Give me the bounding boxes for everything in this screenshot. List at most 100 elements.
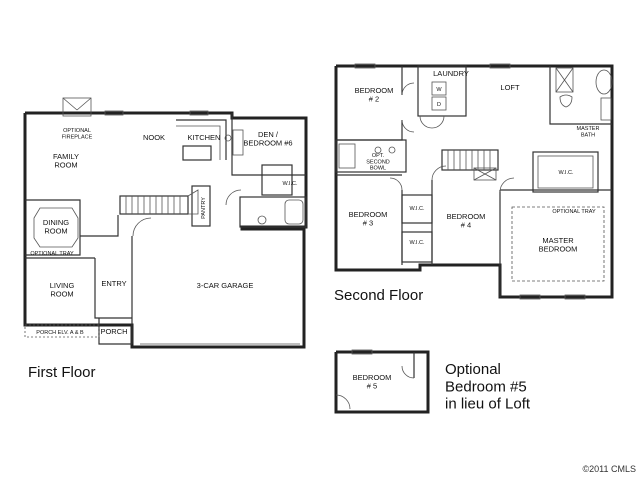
den-wic-closet — [261, 164, 293, 196]
master-wic-label: W.I.C. — [559, 170, 574, 176]
label-line: BEDROOM — [349, 210, 388, 219]
label-line: OPTIONAL TRAY — [30, 251, 74, 257]
label-line: W — [436, 87, 442, 93]
bedroom3-label: BEDROOM# 3 — [349, 210, 388, 228]
label-line: NOOK — [143, 133, 165, 142]
bedroom4-wic — [401, 231, 433, 263]
entry-label: ENTRY — [101, 279, 126, 288]
label-line: SECOND — [366, 159, 390, 165]
label-line: LOFT — [500, 83, 520, 92]
master-optional-tray-label: OPTIONAL TRAY — [552, 209, 596, 215]
dining-optional-tray-label: OPTIONAL TRAY — [30, 251, 74, 257]
label-line: ROOM — [50, 290, 73, 299]
label-line: FIREPLACE — [62, 134, 93, 140]
loft-label: LOFT — [500, 83, 520, 92]
bedroom3-wic-label: W.I.C. — [410, 206, 425, 212]
label-line: BEDROOM — [353, 373, 392, 382]
optional-bedroom5-plan — [334, 349, 430, 414]
pantry-closet — [191, 185, 211, 227]
nook-label: NOOK — [143, 133, 165, 142]
label-line: PANTRY — [201, 197, 207, 219]
porch-elevation-outline — [24, 324, 100, 338]
label-line: # 3 — [363, 219, 373, 228]
label-line: ©2011 CMLS — [583, 464, 637, 474]
dining-tray-ceiling — [33, 207, 79, 248]
label-line: MASTER — [542, 236, 574, 245]
first-floor-plan — [23, 97, 308, 349]
label-line: W.I.C. — [410, 240, 425, 246]
bedroom4-label: BEDROOM# 4 — [447, 212, 486, 230]
second-floor-plan — [334, 63, 614, 300]
pantry-label: PANTRY — [201, 197, 207, 219]
den-wic-label: W.I.C. — [283, 181, 298, 187]
laundry-room — [417, 65, 467, 117]
label-line: OPT. — [372, 153, 385, 159]
second-floor-caption: Second Floor — [334, 287, 423, 304]
garage-label: 3-CAR GARAGE — [197, 281, 254, 290]
label-line: 3-CAR GARAGE — [197, 281, 254, 290]
first-floor-caption: First Floor — [28, 364, 96, 381]
label-line: # 5 — [367, 382, 377, 391]
label-line: DEN / — [258, 130, 279, 139]
label-line: in lieu of Loft — [445, 396, 531, 413]
label-line: First Floor — [28, 364, 96, 381]
porch-elevation-label: PORCH ELV. A & B — [36, 330, 84, 336]
label-line: D — [437, 102, 441, 108]
label-line: BEDROOM — [447, 212, 486, 221]
bedroom3-wic — [401, 194, 433, 224]
master-tray-ceiling — [511, 206, 605, 282]
kitchen-island — [182, 145, 212, 161]
label-line: LAUNDRY — [433, 69, 469, 78]
second-floor-stairs — [441, 149, 499, 181]
label-line: OPTIONAL TRAY — [552, 209, 596, 215]
label-line: BEDROOM #6 — [243, 139, 292, 148]
fireplace-outline — [62, 97, 92, 117]
label-line: BEDROOM — [539, 245, 578, 254]
label-line: W.I.C. — [559, 170, 574, 176]
label-line: PORCH ELV. A & B — [36, 330, 84, 336]
kitchen-label: KITCHEN — [188, 133, 221, 142]
label-line: ROOM — [54, 161, 77, 170]
label-line: ROOM — [44, 227, 67, 236]
dryer-label: D — [437, 102, 441, 108]
label-line: BATH — [581, 132, 595, 138]
master-wic-closet — [532, 151, 599, 193]
bedroom2-label: BEDROOM# 2 — [355, 86, 394, 104]
label-line: FAMILY — [53, 152, 79, 161]
bedroom5-label: BEDROOM# 5 — [353, 373, 392, 391]
label-line: W.I.C. — [283, 181, 298, 187]
label-line: ENTRY — [101, 279, 126, 288]
den-bedroom6-label: DEN /BEDROOM #6 — [243, 130, 292, 148]
porch-label: PORCH — [100, 327, 127, 336]
label-line: Second Floor — [334, 287, 423, 304]
label-line: Bedroom #5 — [445, 378, 527, 395]
label-line: OPTIONAL — [63, 128, 91, 134]
washer-box — [431, 81, 447, 96]
copyright-notice: ©2011 CMLS — [583, 464, 637, 474]
label-line: BEDROOM — [355, 86, 394, 95]
label-line: PORCH — [100, 327, 127, 336]
label-line: DINING — [43, 218, 69, 227]
washer-label: W — [436, 87, 442, 93]
dryer-box — [431, 96, 447, 111]
label-line: Optional — [445, 361, 501, 378]
label-line: # 4 — [461, 221, 471, 230]
label-line: LIVING — [50, 281, 75, 290]
label-line: KITCHEN — [188, 133, 221, 142]
label-line: BOWL — [370, 166, 386, 172]
label-line: W.I.C. — [410, 206, 425, 212]
label-line: MASTER — [577, 126, 600, 132]
first-floor-stairs — [119, 189, 199, 215]
laundry-label: LAUNDRY — [433, 69, 469, 78]
